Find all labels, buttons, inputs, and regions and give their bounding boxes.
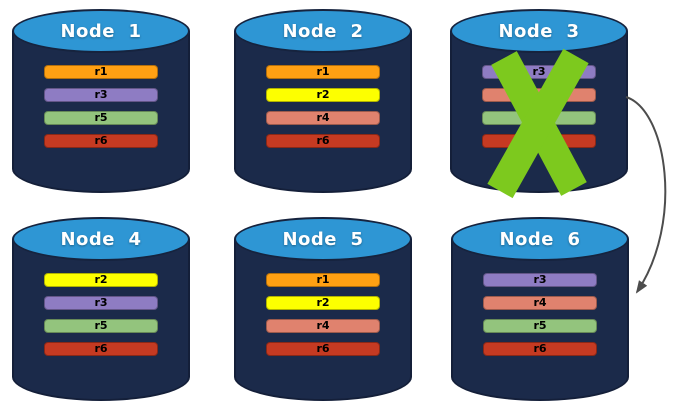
replica-bar: r5 xyxy=(482,111,596,125)
node-2-cylinder-top: Node 2 xyxy=(234,9,412,53)
replica-bar: r2 xyxy=(266,296,380,310)
replica-bar: r3 xyxy=(483,273,597,287)
node-1-title: Node 1 xyxy=(60,20,142,42)
replica-bar: r6 xyxy=(44,342,158,356)
node-5-cylinder-top: Node 5 xyxy=(234,217,412,261)
node-2-title: Node 2 xyxy=(282,20,364,42)
replica-bar: r5 xyxy=(483,319,597,333)
node-6-cylinder-top: Node 6 xyxy=(451,217,629,261)
node-3-replicas: r3 r4 r5 r6 xyxy=(450,65,628,148)
replica-bar: r6 xyxy=(482,134,596,148)
node-3-title: Node 3 xyxy=(498,20,580,42)
replica-bar: r5 xyxy=(44,319,158,333)
node-6-title: Node 6 xyxy=(499,228,581,250)
replica-bar: r6 xyxy=(44,134,158,148)
replica-bar: r3 xyxy=(44,88,158,102)
replica-bar: r4 xyxy=(266,111,380,125)
node-6-replicas: r3 r4 r5 r6 xyxy=(451,273,629,356)
node-1-replicas: r1 r3 r5 r6 xyxy=(12,65,190,148)
replica-bar: r2 xyxy=(266,88,380,102)
node-4-title: Node 4 xyxy=(60,228,142,250)
node-3-cylinder-top: Node 3 xyxy=(450,9,628,53)
node-1: Node 1 r1 r3 r5 r6 xyxy=(12,9,190,193)
node-4: Node 4 r2 r3 r5 r6 xyxy=(12,217,190,401)
replica-bar: r6 xyxy=(266,342,380,356)
failover-arrow xyxy=(625,96,667,294)
replica-bar: r6 xyxy=(266,134,380,148)
replica-bar: r6 xyxy=(483,342,597,356)
replica-bar: r5 xyxy=(44,111,158,125)
replica-bar: r4 xyxy=(483,296,597,310)
replica-bar: r4 xyxy=(266,319,380,333)
node-5: Node 5 r1 r2 r4 r6 xyxy=(234,217,412,401)
node-6: Node 6 r3 r4 r5 r6 xyxy=(451,217,629,401)
node-5-replicas: r1 r2 r4 r6 xyxy=(234,273,412,356)
node-2-replicas: r1 r2 r4 r6 xyxy=(234,65,412,148)
node-2: Node 2 r1 r2 r4 r6 xyxy=(234,9,412,193)
replica-bar: r3 xyxy=(482,65,596,79)
node-4-replicas: r2 r3 r5 r6 xyxy=(12,273,190,356)
replica-bar: r3 xyxy=(44,296,158,310)
replica-bar: r2 xyxy=(44,273,158,287)
node-1-cylinder-top: Node 1 xyxy=(12,9,190,53)
replica-bar: r4 xyxy=(482,88,596,102)
replica-bar: r1 xyxy=(266,65,380,79)
node-3: Node 3 r3 r4 r5 r6 xyxy=(450,9,628,193)
node-5-title: Node 5 xyxy=(282,228,364,250)
replica-bar: r1 xyxy=(266,273,380,287)
node-4-cylinder-top: Node 4 xyxy=(12,217,190,261)
replica-bar: r1 xyxy=(44,65,158,79)
